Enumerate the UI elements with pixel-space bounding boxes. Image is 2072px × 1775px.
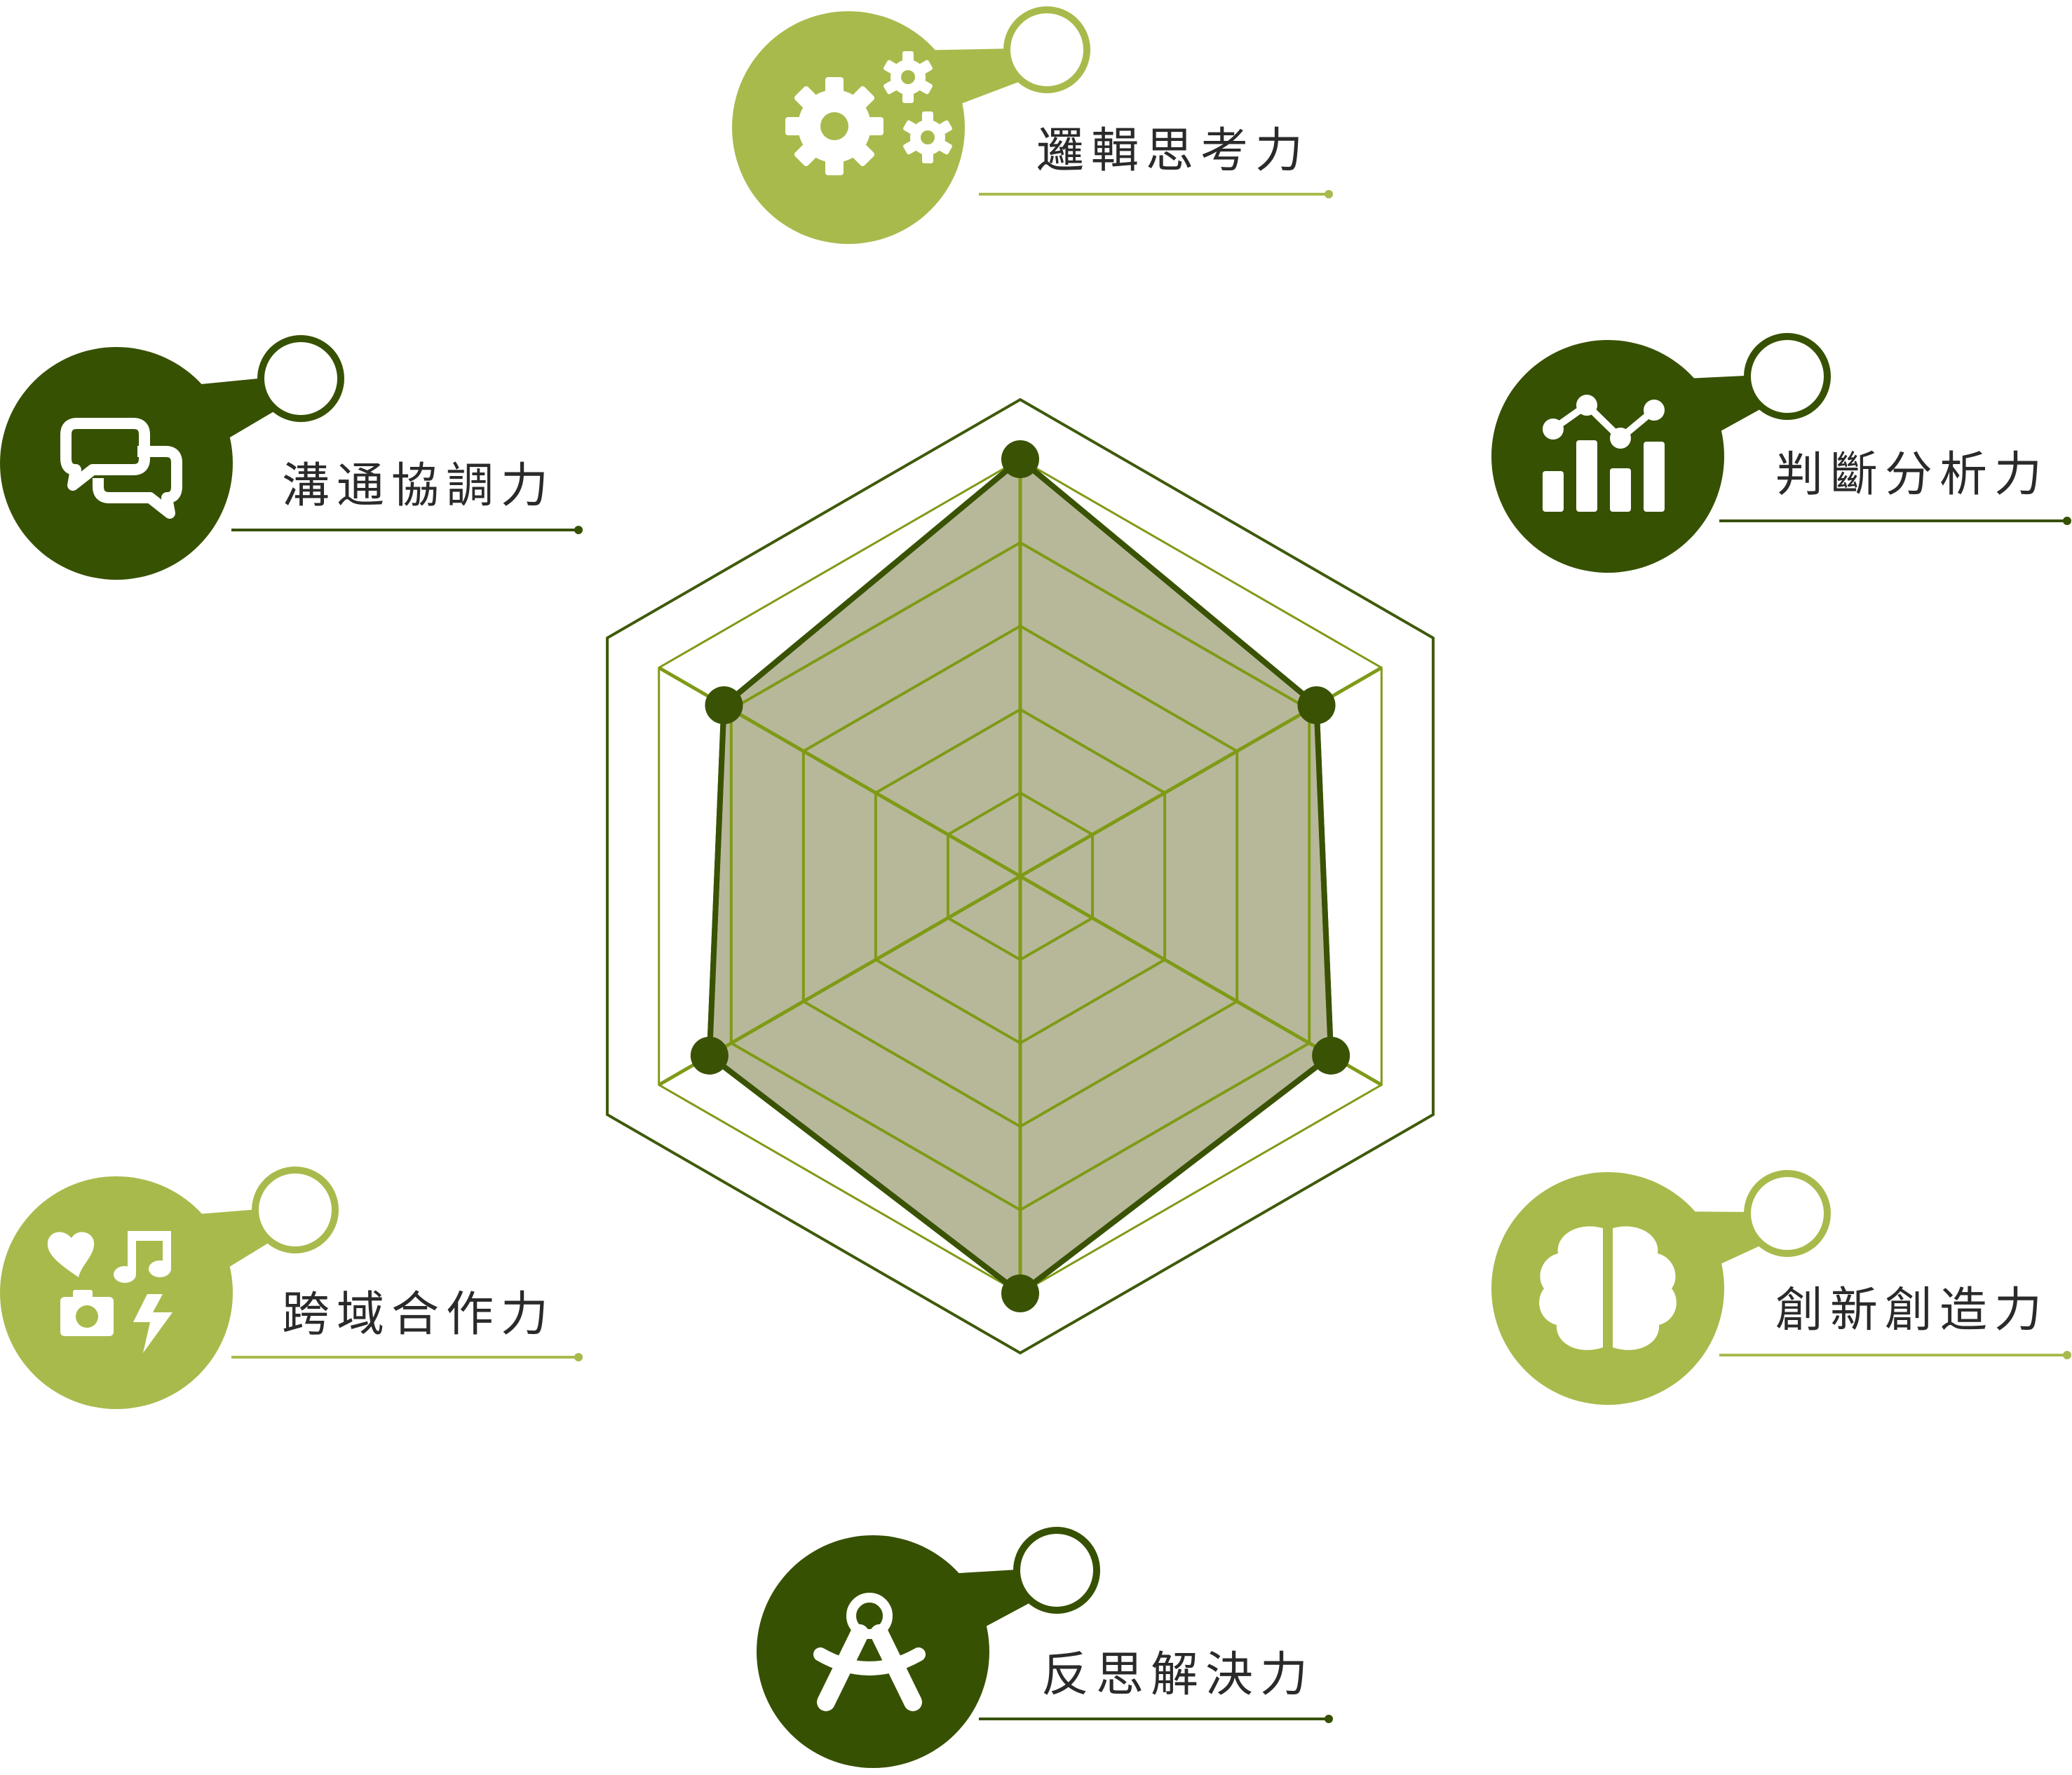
icon-bubble	[0, 347, 233, 580]
icon-bubble	[1491, 1172, 1724, 1405]
category-label: 跨域合作力	[282, 1287, 555, 1342]
data-point	[690, 1036, 729, 1075]
ring-marker	[1744, 1170, 1831, 1257]
category-callout-analysis: 判斷分析力	[1491, 333, 2071, 573]
icon-bubble	[0, 1176, 233, 1409]
chat-bubbles-icon	[60, 418, 182, 519]
underline-dot	[574, 1353, 583, 1361]
radar-series	[658, 440, 1383, 1312]
ring-marker	[1013, 1527, 1100, 1614]
gears-icon	[785, 51, 952, 175]
underline-dot	[2063, 1351, 2071, 1359]
ring-marker	[1003, 6, 1090, 93]
underline-dot	[1325, 190, 1333, 198]
category-callout-logic: 邏輯思考力	[732, 6, 1333, 244]
ring-marker	[252, 1167, 339, 1253]
data-point	[705, 686, 743, 725]
bar-chart-trend-icon	[1543, 395, 1665, 512]
data-point	[1001, 1274, 1039, 1312]
underline-dot	[2063, 517, 2071, 525]
category-callout-creativity: 創新創造力	[1491, 1170, 2071, 1405]
brain-icon	[1539, 1226, 1677, 1350]
category-label: 創新創造力	[1775, 1283, 2049, 1338]
icon-bubble	[1491, 340, 1724, 573]
category-callout-communication: 溝通協調力	[0, 335, 583, 580]
data-point	[1312, 1036, 1350, 1075]
category-callout-collaboration: 跨域合作力	[0, 1167, 583, 1409]
radar-frame	[606, 397, 1435, 1355]
ring-marker	[1744, 333, 1831, 420]
compass-icon	[813, 1593, 926, 1711]
data-point	[1001, 440, 1039, 478]
hobbies-icon	[47, 1231, 172, 1353]
icon-bubble	[757, 1535, 989, 1768]
category-label: 邏輯思考力	[1036, 123, 1310, 179]
category-label: 判斷分析力	[1775, 447, 2049, 503]
data-point	[1297, 686, 1336, 725]
category-label: 溝通協調力	[282, 458, 555, 514]
category-callout-problem-solving: 反思解決力	[757, 1527, 1333, 1768]
ring-marker	[257, 335, 344, 422]
category-label: 反思解決力	[1041, 1647, 1315, 1703]
underline-dot	[1325, 1715, 1333, 1723]
underline-dot	[574, 526, 583, 534]
